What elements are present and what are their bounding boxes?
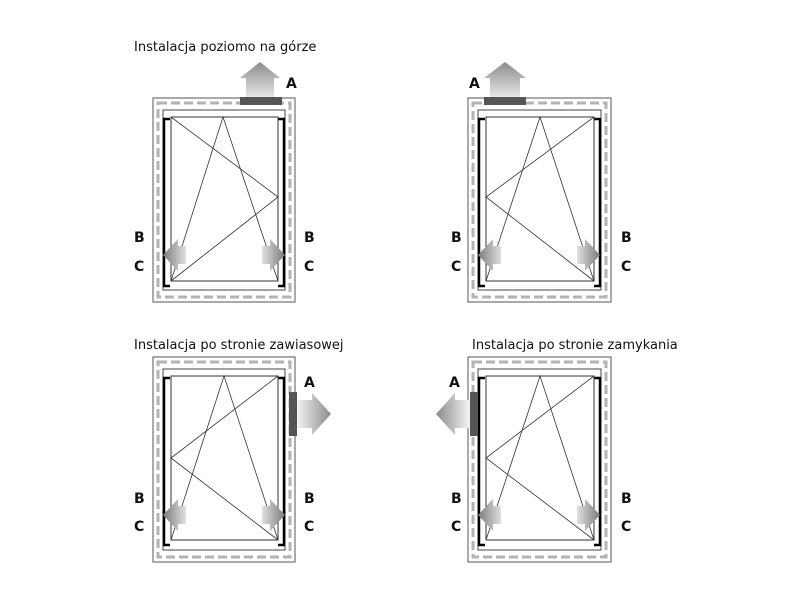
tilt-lines (170, 374, 279, 541)
window-frame (467, 97, 612, 303)
arrow-bc-right (577, 499, 600, 531)
glass-pane (170, 375, 279, 541)
caption-top-left: Instalacja poziomo na górze (134, 40, 317, 55)
label-c-right: C (621, 519, 632, 535)
opening-lines (170, 116, 279, 282)
seal-dashes (471, 360, 608, 559)
arrow-bc-right (262, 239, 285, 271)
label-c-right: C (304, 259, 315, 275)
label-a: A (469, 76, 480, 92)
device-a (470, 392, 478, 436)
label-c-right: C (304, 519, 315, 535)
label-c-left: C (451, 519, 462, 535)
arrow-bc-left (478, 239, 501, 271)
sash-bracket-left (477, 117, 485, 288)
seal-dashes (156, 101, 292, 299)
window-top-left (152, 62, 296, 303)
label-a: A (449, 375, 460, 391)
arrow-a-right (297, 393, 331, 435)
opening-lines (170, 375, 279, 541)
tilt-lines (485, 115, 595, 282)
label-b-left: B (451, 491, 462, 507)
window-frame (467, 356, 612, 563)
glass-pane (170, 116, 279, 282)
sash-bracket-right (594, 117, 602, 288)
window-top-right (467, 62, 612, 303)
arrow-bc-right (262, 499, 285, 531)
sash-bracket-left (477, 376, 485, 547)
label-b-right: B (621, 491, 632, 507)
label-b-right: B (621, 230, 632, 246)
arrow-bc-right (577, 239, 600, 271)
sash-bracket-left (162, 376, 170, 547)
label-c-left: C (134, 259, 145, 275)
arrow-a-up (484, 62, 526, 97)
label-b-right: B (304, 491, 315, 507)
label-a: A (304, 375, 315, 391)
window-frame (152, 97, 296, 303)
arrow-a-left (436, 393, 470, 435)
sash-bracket-right (278, 117, 286, 288)
device-a (240, 97, 282, 105)
device-a (484, 97, 526, 105)
sash-bracket-right (278, 376, 286, 547)
opening-lines (485, 375, 595, 541)
sash-bracket-left (162, 117, 170, 288)
label-a: A (286, 76, 297, 92)
tilt-lines (485, 374, 595, 541)
caption-bottom-right: Instalacja po stronie zamykania (472, 338, 678, 353)
label-b-left: B (134, 230, 145, 246)
window-bottom-right (436, 356, 612, 563)
label-c-right: C (621, 259, 632, 275)
tilt-lines (170, 115, 279, 282)
opening-lines (485, 116, 595, 282)
arrow-bc-left (163, 239, 186, 271)
label-b-right: B (304, 230, 315, 246)
caption-bottom-left: Instalacja po stronie zawiasowej (134, 338, 344, 353)
window-bottom-left (152, 356, 331, 563)
label-b-left: B (451, 230, 462, 246)
arrow-bc-left (478, 499, 501, 531)
label-c-left: C (451, 259, 462, 275)
label-c-left: C (134, 519, 145, 535)
arrow-a-up (240, 62, 280, 97)
arrow-bc-left (163, 499, 186, 531)
window-frame (152, 356, 296, 563)
label-b-left: B (134, 491, 145, 507)
sash-bracket-right (594, 376, 602, 547)
device-a (289, 392, 297, 436)
seal-dashes (471, 101, 608, 299)
seal-dashes (156, 360, 292, 559)
